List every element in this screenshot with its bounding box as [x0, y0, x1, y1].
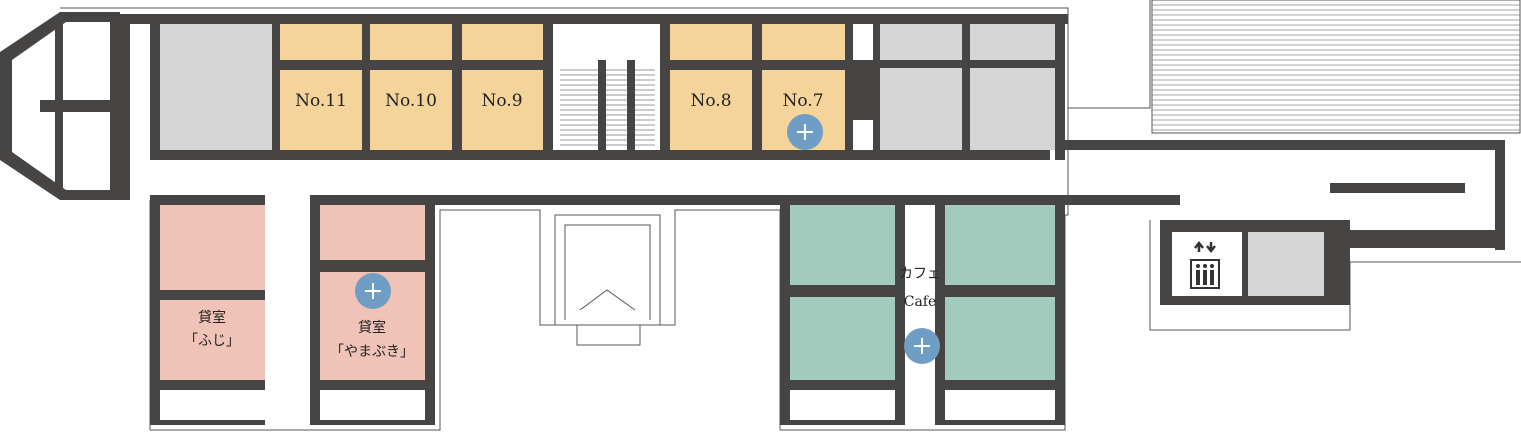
room-label: 「やまぶき」	[330, 344, 414, 360]
room-label: No.7	[782, 91, 823, 111]
wall	[120, 14, 130, 200]
room-no10[interactable]: No.10	[370, 70, 452, 150]
elevator	[1172, 232, 1242, 296]
wall	[120, 14, 1068, 24]
wall	[1055, 14, 1065, 160]
room-label: No.11	[295, 91, 347, 111]
elevator-icon	[1190, 240, 1220, 289]
unavailable-room	[970, 24, 1055, 150]
entrance-porch	[554, 214, 661, 326]
restroom-block	[0, 12, 120, 200]
rental-room-fuji-upper	[160, 205, 265, 290]
room-no11[interactable]: No.11	[280, 70, 362, 150]
room-no8[interactable]: No.8	[670, 70, 752, 150]
expand-marker-icon[interactable]	[355, 273, 391, 309]
room-label: 「ふじ」	[184, 333, 240, 349]
room-label: 貸室	[198, 309, 226, 326]
room-label: カフェ	[899, 266, 941, 282]
room-label: No.8	[690, 91, 731, 111]
expand-marker-icon[interactable]	[787, 114, 823, 150]
unavailable-room	[1248, 232, 1324, 296]
wall	[150, 150, 1050, 160]
wall	[150, 14, 160, 160]
room-label: Cafe	[904, 294, 937, 310]
expand-marker-icon[interactable]	[904, 328, 940, 364]
rental-room-fuji[interactable]: 貸室 「ふじ」	[160, 300, 265, 380]
room-no9[interactable]: No.9	[462, 70, 543, 150]
wall	[150, 195, 1065, 205]
roof-terrace	[1151, 0, 1521, 134]
room-label: No.10	[385, 91, 437, 111]
room-label: No.9	[481, 91, 522, 111]
unavailable-room	[160, 24, 272, 150]
central-staircase	[553, 24, 660, 150]
room-label: 貸室	[358, 319, 386, 336]
cafe[interactable]: カフェ Cafe	[790, 205, 1055, 420]
unavailable-room	[880, 24, 962, 150]
rental-room-yamabuki-upper	[320, 205, 425, 260]
office-storage-row	[280, 24, 845, 60]
annex-outline	[1149, 220, 1521, 331]
